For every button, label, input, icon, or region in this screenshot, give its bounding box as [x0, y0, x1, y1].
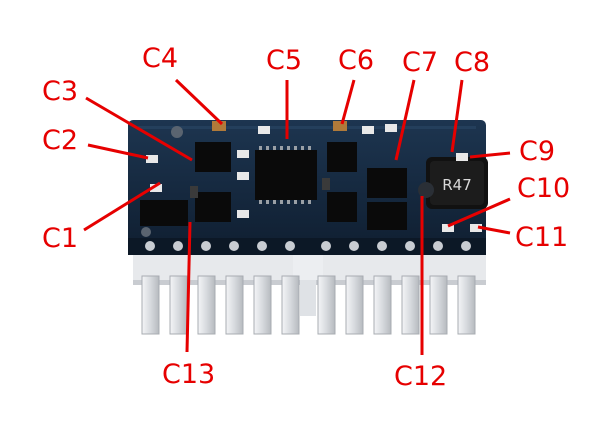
ic-chips: [140, 142, 407, 230]
callout-c1: C1: [42, 223, 79, 254]
callout-leaders: [83, 78, 511, 355]
inductor-marking: R47: [442, 176, 472, 194]
callout-c10: C10: [517, 173, 571, 204]
callout-c13: C13: [162, 359, 216, 390]
callout-c5: C5: [266, 45, 303, 76]
smd-passives: [141, 121, 482, 237]
callout-c11: C11: [515, 222, 569, 253]
solder-pads: [145, 241, 471, 251]
callout-c8: C8: [454, 47, 491, 78]
callout-c6: C6: [338, 45, 375, 76]
callout-c7: C7: [402, 47, 439, 78]
callout-c3: C3: [42, 76, 79, 107]
callout-c12: C12: [394, 361, 448, 392]
callout-c4: C4: [142, 43, 179, 74]
callout-c9: C9: [519, 136, 556, 167]
callout-c2: C2: [42, 125, 79, 156]
inductor: R47: [418, 157, 488, 209]
connector-pins: [141, 275, 476, 335]
